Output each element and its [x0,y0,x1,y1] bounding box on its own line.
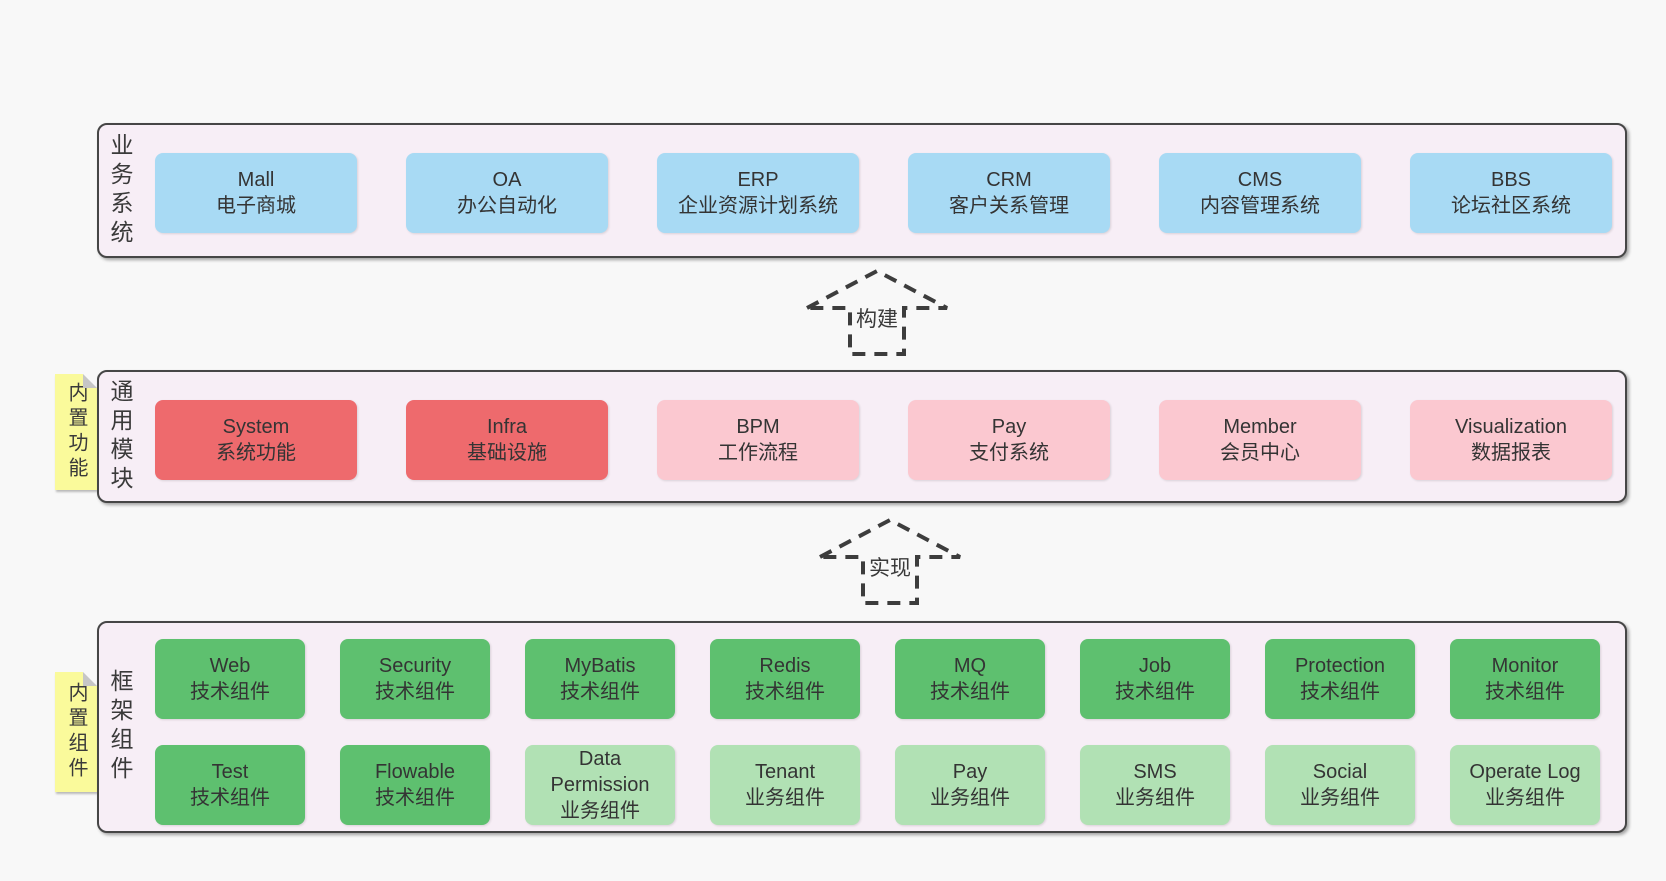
node-subtitle: 论坛社区系统 [1451,195,1571,217]
common-modules-layer: 通用模块 System 系统功能 Infra 基础设施 BPM 工作流程 Pay… [97,370,1627,503]
node-visualization: Visualization 数据报表 [1410,400,1612,480]
build-arrow-label: 构建 [856,308,898,331]
node-subtitle: 技术组件 [930,681,1010,703]
node-subtitle: 业务组件 [1300,787,1380,809]
node-infra: Infra 基础设施 [406,400,608,480]
node-security: Security 技术组件 [340,639,490,719]
node-subtitle: 业务组件 [1115,787,1195,809]
node-title: Data Permission [550,748,650,796]
node-subtitle: 电子商城 [216,195,296,217]
node-title: MyBatis [564,655,636,677]
node-title: BPM [736,416,780,438]
node-title: Member [1223,416,1297,438]
node-subtitle: 工作流程 [718,442,798,464]
node-subtitle: 业务组件 [1485,787,1565,809]
node-subtitle: 内容管理系统 [1200,195,1320,217]
builtin-features-sticky-note: 内置功能 [55,374,97,490]
node-title: Protection [1294,655,1386,677]
node-pay-component: Pay 业务组件 [895,745,1045,825]
node-title: SMS [1133,761,1177,783]
node-title: MQ [953,655,987,677]
node-title: OA [492,169,522,191]
node-subtitle: 业务组件 [560,800,640,822]
node-subtitle: 技术组件 [1300,681,1380,703]
node-tenant: Tenant 业务组件 [710,745,860,825]
modules-layer-label: 通用模块 [107,378,133,495]
node-title: Redis [759,655,811,677]
node-title: Monitor [1491,655,1559,677]
node-subtitle: 支付系统 [969,442,1049,464]
sticky-label: 内置功能 [65,382,87,482]
node-subtitle: 技术组件 [190,787,270,809]
node-social: Social 业务组件 [1265,745,1415,825]
node-title: Test [211,761,249,783]
node-title: Tenant [754,761,816,783]
node-title: BBS [1490,169,1532,191]
node-title: ERP [737,169,779,191]
node-subtitle: 技术组件 [1485,681,1565,703]
components-layer-label: 框架组件 [107,669,133,785]
node-title: Operate Log [1469,761,1581,783]
node-title: Social [1312,761,1368,783]
node-crm: CRM 客户关系管理 [908,153,1110,233]
node-data-permission: Data Permission 业务组件 [525,745,675,825]
node-operate-log: Operate Log 业务组件 [1450,745,1600,825]
node-title: System [222,416,290,438]
business-systems-layer: 业务系统 Mall 电子商城 OA 办公自动化 ERP 企业资源计划系统 CRM… [97,123,1627,258]
node-subtitle: 技术组件 [190,681,270,703]
node-subtitle: 数据报表 [1471,442,1551,464]
node-mybatis: MyBatis 技术组件 [525,639,675,719]
node-oa: OA 办公自动化 [406,153,608,233]
node-subtitle: 技术组件 [745,681,825,703]
node-subtitle: 业务组件 [745,787,825,809]
node-title: Pay [952,761,988,783]
node-sms: SMS 业务组件 [1080,745,1230,825]
node-monitor: Monitor 技术组件 [1450,639,1600,719]
node-subtitle: 客户关系管理 [949,195,1069,217]
node-redis: Redis 技术组件 [710,639,860,719]
node-member: Member 会员中心 [1159,400,1361,480]
business-layer-label: 业务系统 [107,132,133,249]
node-bbs: BBS 论坛社区系统 [1410,153,1612,233]
framework-components-layer: 框架组件 Web 技术组件 Security 技术组件 MyBatis 技术组件… [97,621,1627,833]
node-subtitle: 企业资源计划系统 [678,195,838,217]
node-title: CRM [986,169,1032,191]
node-test: Test 技术组件 [155,745,305,825]
node-protection: Protection 技术组件 [1265,639,1415,719]
node-subtitle: 系统功能 [216,442,296,464]
node-web: Web 技术组件 [155,639,305,719]
node-title: Infra [486,416,528,438]
node-subtitle: 业务组件 [930,787,1010,809]
node-subtitle: 基础设施 [467,442,547,464]
node-title: Visualization [1455,416,1567,438]
node-title: Pay [991,416,1027,438]
node-subtitle: 会员中心 [1220,442,1300,464]
build-up-arrow-icon: 构建 [806,268,948,356]
node-pay-module: Pay 支付系统 [908,400,1110,480]
node-subtitle: 办公自动化 [457,195,557,217]
node-subtitle: 技术组件 [375,787,455,809]
node-subtitle: 技术组件 [1115,681,1195,703]
implement-arrow-label: 实现 [869,557,911,580]
node-flowable: Flowable 技术组件 [340,745,490,825]
node-subtitle: 技术组件 [560,681,640,703]
node-title: Job [1138,655,1172,677]
implement-up-arrow-icon: 实现 [819,517,961,605]
node-mq: MQ 技术组件 [895,639,1045,719]
node-title: Flowable [374,761,456,783]
node-job: Job 技术组件 [1080,639,1230,719]
node-subtitle: 技术组件 [375,681,455,703]
builtin-components-sticky-note: 内置组件 [55,672,97,792]
node-title: Security [378,655,452,677]
sticky-label: 内置组件 [65,682,87,782]
node-mall: Mall 电子商城 [155,153,357,233]
node-title: Mall [237,169,275,191]
node-bpm: BPM 工作流程 [657,400,859,480]
node-system: System 系统功能 [155,400,357,480]
node-erp: ERP 企业资源计划系统 [657,153,859,233]
node-title: Web [209,655,251,677]
node-cms: CMS 内容管理系统 [1159,153,1361,233]
node-title: CMS [1237,169,1283,191]
